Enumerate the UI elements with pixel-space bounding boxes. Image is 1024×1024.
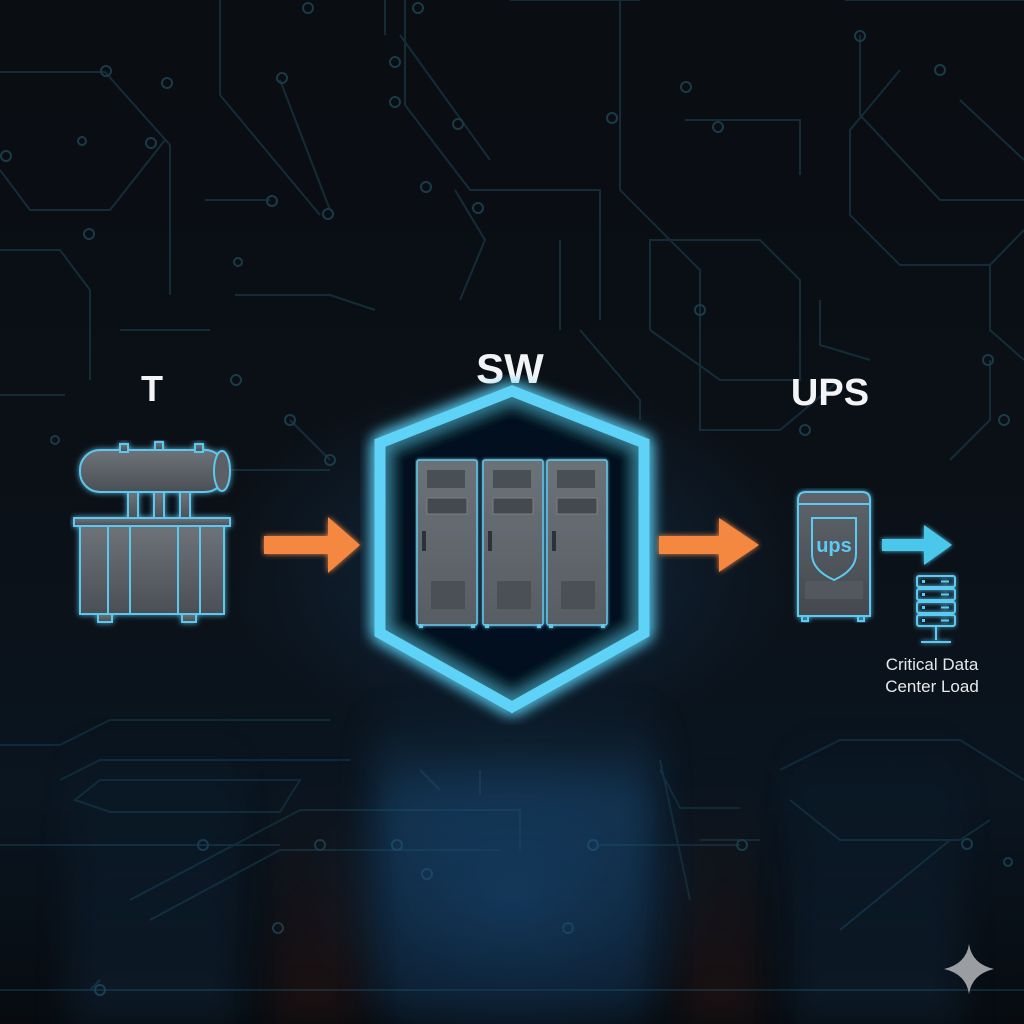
switchgear-label: SW	[476, 345, 544, 392]
reflection-beam-orange-right	[680, 764, 760, 1024]
server-rack-icon	[916, 575, 956, 643]
arrow-transformer-to-switchgear	[264, 517, 360, 573]
reflection-beam-orange-left	[270, 764, 360, 1024]
transformer-icon	[73, 441, 231, 623]
ups-unit-icon: ups	[797, 491, 871, 622]
transformer-label: T	[141, 368, 163, 409]
reflection-beam-left	[70, 724, 240, 1024]
load-label-line-2: Center Load	[885, 677, 979, 696]
sparkle-icon	[944, 944, 994, 994]
ups-badge-text: ups	[816, 535, 852, 557]
arrow-ups-to-load	[882, 525, 952, 565]
switchgear-cabinets-icon	[416, 459, 608, 628]
arrow-switchgear-to-ups	[659, 518, 759, 572]
reflection-beam-right	[790, 724, 960, 1024]
ups-label: UPS	[790, 372, 870, 414]
load-label: Critical Data Center Load	[862, 654, 1002, 698]
reflection-beam-center	[375, 704, 655, 1024]
load-label-line-1: Critical Data	[885, 655, 979, 674]
